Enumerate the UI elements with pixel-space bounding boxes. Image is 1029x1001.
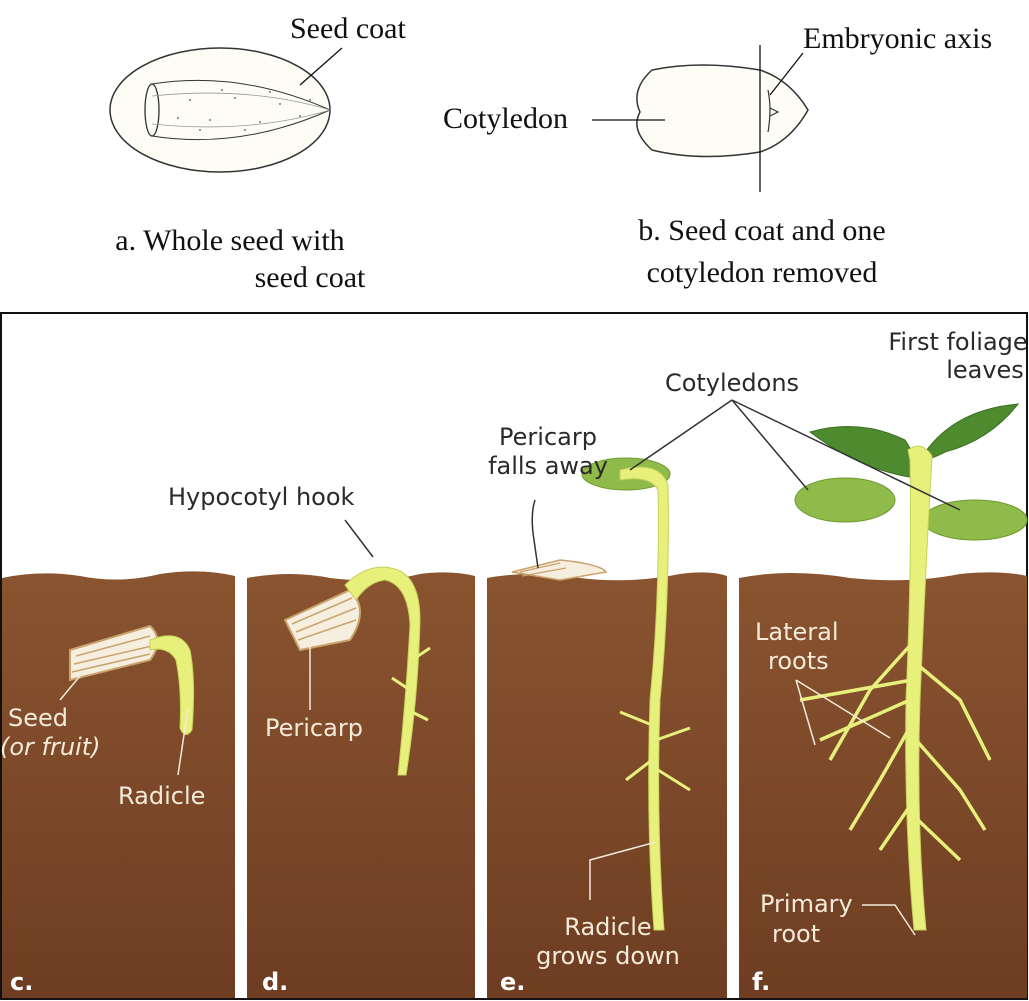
primary-label-1: Primary	[760, 890, 853, 918]
seed-label-1: Seed	[8, 704, 68, 732]
seed-coat-label: Seed coat	[290, 12, 406, 45]
whole-seed-illustration	[110, 48, 330, 172]
foliage-label-1: First foliage	[888, 328, 1027, 356]
hypocotyl-label: Hypocotyl hook	[168, 483, 355, 511]
caption-a-line1: a. Whole seed with	[115, 224, 344, 257]
pericarp-falls-label-1: Pericarp	[499, 423, 597, 451]
caption-a-line2: seed coat	[255, 261, 366, 294]
cotyledons-label: Cotyledons	[665, 369, 799, 397]
lateral-label-2: roots	[768, 647, 829, 675]
cotyledon-label: Cotyledon	[443, 102, 568, 135]
foliage-label-2: leaves	[946, 356, 1024, 384]
panel-letter-e: e.	[500, 968, 525, 996]
seed-label-2: (or fruit)	[0, 733, 101, 761]
panel-letter-d: d.	[262, 968, 288, 996]
radicle-grows-label-1: Radicle	[564, 913, 651, 941]
panel-letter-f: f.	[752, 968, 770, 996]
pericarp-label: Pericarp	[265, 714, 363, 742]
radicle-grows-label-2: grows down	[536, 942, 680, 970]
caption-b-line1: b. Seed coat and one	[638, 214, 885, 247]
panel-letter-c: c.	[10, 968, 33, 996]
pericarp-falls-label-2: falls away	[488, 452, 608, 480]
caption-b-line2: cotyledon removed	[647, 256, 878, 289]
seed-coat-leader	[300, 48, 342, 85]
primary-label-2: root	[772, 920, 820, 948]
lateral-label-1: Lateral	[755, 618, 839, 646]
radicle-label-c: Radicle	[118, 782, 205, 810]
soil-panel-d	[247, 572, 475, 998]
embryonic-axis-label: Embryonic axis	[803, 22, 992, 55]
